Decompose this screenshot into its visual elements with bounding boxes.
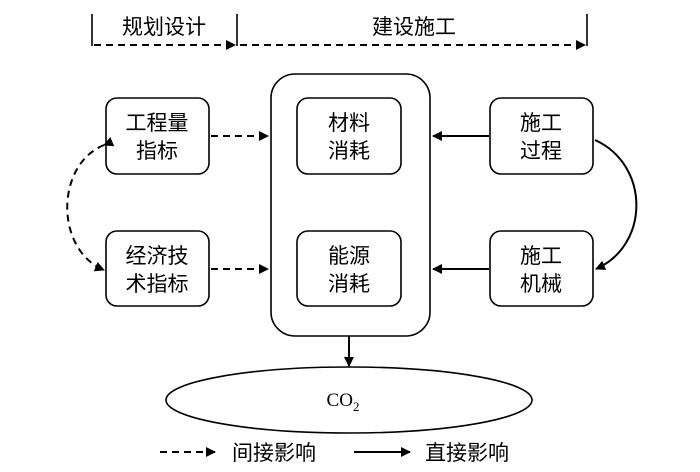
construction-process-line2: 过程	[520, 139, 562, 163]
phase-planning: 规划设计	[91, 14, 238, 50]
economic-indicators-line2: 术指标	[126, 272, 189, 296]
phase-planning-label: 规划设计	[122, 15, 206, 39]
curve-left-link	[66, 136, 115, 272]
engineering-indicators-line1: 工程量	[126, 111, 189, 135]
node-energy-consumption: 能源 消耗	[296, 230, 402, 307]
energy-consumption-line1: 能源	[328, 244, 370, 268]
node-material-consumption: 材料 消耗	[296, 97, 402, 175]
curve-right-link	[594, 139, 638, 270]
construction-process-line1: 施工	[520, 111, 562, 135]
phase-construction: 建设施工	[240, 14, 588, 50]
node-economic-indicators: 经济技 术指标	[105, 230, 210, 307]
legend-direct-label: 直接影响	[425, 441, 509, 465]
co2-subscript: 2	[353, 399, 360, 414]
node-engineering-indicators: 工程量 指标	[105, 97, 210, 175]
legend-indirect-label: 间接影响	[232, 441, 316, 465]
economic-indicators-line1: 经济技	[126, 244, 189, 268]
phase-construction-label: 建设施工	[372, 15, 456, 39]
material-consumption-line2: 消耗	[328, 139, 370, 163]
co2-ellipse	[165, 366, 533, 434]
construction-machinery-line2: 机械	[520, 272, 562, 296]
co2-label: CO2	[327, 390, 360, 414]
node-construction-process: 施工 过程	[489, 97, 594, 175]
legend: 间接影响 直接影响	[160, 441, 509, 465]
engineering-indicators-line2: 指标	[136, 139, 178, 163]
energy-consumption-line2: 消耗	[328, 272, 370, 296]
construction-machinery-line1: 施工	[520, 244, 562, 268]
node-construction-machinery: 施工 机械	[489, 230, 594, 307]
material-consumption-line1: 材料	[328, 111, 370, 135]
co2-base: CO	[327, 390, 353, 411]
